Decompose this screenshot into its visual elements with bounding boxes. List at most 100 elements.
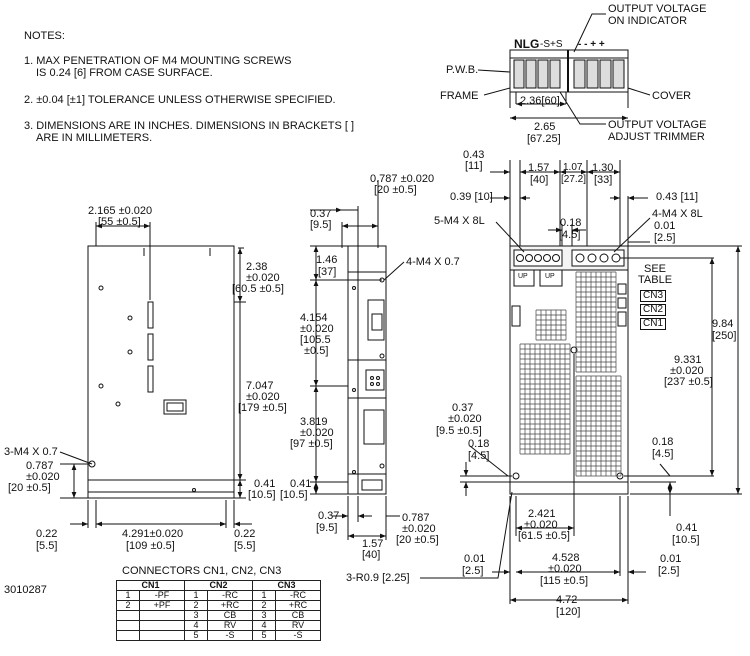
pwb-label: P.W.B.: [446, 64, 479, 76]
front-dim-9-331-mm: [237 ±0.5]: [664, 376, 713, 388]
side-dim-0-787-bottom: 0.787: [402, 512, 430, 524]
side-dim-0-41-mm: [10.5]: [280, 489, 308, 501]
side-dim-0-37-mm: [9.5]: [310, 219, 332, 231]
dim-7-047-mm: [179 ±0.5]: [238, 402, 287, 414]
frame-label: FRAME: [440, 90, 479, 102]
front-dim-0-37-mm: [9.5 ±0.5]: [436, 425, 482, 437]
side-dim-0-787-bottom-mm: [20 ±0.5]: [396, 534, 439, 546]
cn1-header: CN1: [116, 580, 185, 591]
dim-width: 2.165 ±0.020: [88, 205, 153, 217]
dim-0-787-mm: [20 ±0.5]: [8, 482, 51, 494]
side-dim-0-787-mm: [20 ±0.5]: [374, 184, 417, 196]
dim-0-41-mm: [10.5]: [248, 489, 276, 501]
front-dim-9-331-tol: ±0.020: [670, 365, 704, 377]
dim-0-41: 0.41: [254, 478, 276, 490]
left-view-outline: [87, 245, 235, 499]
pin-signal-cell: CB: [207, 610, 253, 621]
radius-label: 3-R0.9 [2.25]: [346, 572, 410, 584]
front-dim-0-18-mm: [4.5]: [559, 229, 581, 241]
dim-7-047-tol: ±0.020: [246, 391, 280, 403]
side-dim-4-154-tol: ±0.020: [300, 323, 334, 335]
note-1-line-2: IS 0.24 [6] FROM CASE SURFACE.: [36, 67, 213, 79]
front-dim-0-43: 0.43: [463, 149, 485, 161]
ov-indicator-line-2: ON INDICATOR: [608, 15, 688, 27]
pin-signal-cell: -PF: [139, 590, 185, 601]
left-m4-label: 3-M4 X 0.7: [4, 446, 58, 458]
dim-4-291: 4.291±0.020: [122, 528, 184, 540]
dim-2-36: 2.36[60]: [520, 95, 560, 107]
front-dim-0-41: 0.41: [676, 522, 698, 534]
sense-label: -S+S: [540, 39, 563, 50]
side-dim-1-57: 1.57: [362, 538, 384, 550]
note-1-line-1: 1. MAX PENETRATION OF M4 MOUNTING SCREWS: [24, 55, 292, 67]
table-label: TABLE: [638, 274, 673, 286]
pin-number-cell: 5: [252, 630, 276, 641]
pin-signal-cell: -RC: [207, 590, 253, 601]
front-dim-4-528-tol: ±0.020: [548, 563, 582, 575]
pin-number-cell: 4: [184, 620, 208, 631]
cn3-label: CN3: [640, 290, 667, 302]
front-dim-0-37-tol: ±0.020: [448, 413, 482, 425]
dim-2-38-mm: [60.5 ±0.5]: [232, 283, 284, 295]
side-dim-3-819: 3.819: [300, 416, 328, 428]
pin-signal-cell: [139, 610, 185, 621]
pin-signal-cell: -S: [207, 630, 253, 641]
front-dim-9-84-mm: [250]: [712, 330, 737, 342]
front-dim-0-01-right-mm: [2.5]: [658, 565, 680, 577]
notes-title: NOTES:: [24, 30, 65, 42]
pin-number-cell: 1: [252, 590, 276, 601]
front-dim-4-72: 4.72: [556, 594, 578, 606]
ov-adjust-line-1: OUTPUT VOLTAGE: [608, 119, 707, 131]
side-dim-1-46-mm: [37]: [318, 266, 337, 278]
dim-2-38-tol: ±0.020: [246, 272, 280, 284]
front-dim-1-30-mm: [33]: [594, 174, 613, 186]
pin-number-cell: 2: [116, 600, 140, 611]
nlg-label: NLG: [514, 37, 540, 51]
front-dim-0-01-mm: [2.5]: [654, 232, 676, 244]
front-dim-0-41-mm: [10.5]: [672, 534, 700, 546]
front-dim-0-18-left: 0.18: [468, 438, 490, 450]
pin-number-cell: [116, 610, 140, 621]
cn3-header: CN3: [252, 580, 321, 591]
ov-indicator-line-1: OUTPUT VOLTAGE: [608, 3, 707, 15]
dim-7-047: 7.047: [246, 380, 274, 392]
ov-adjust-line-2: ADJUST TRIMMER: [608, 131, 705, 143]
cn1-label: CN1: [640, 318, 667, 330]
side-dim-1-46: 1.46: [316, 254, 338, 266]
note-2: 2. ±0.04 [±1] TOLERANCE UNLESS OTHERWISE…: [24, 94, 336, 106]
front-dim-1-57: 1.57: [528, 162, 550, 174]
cn2-header: CN2: [184, 580, 253, 591]
pin-number-cell: 3: [184, 610, 208, 621]
polarity-label: - - + +: [578, 39, 605, 50]
connectors-title: CONNECTORS CN1, CN2, CN3: [122, 565, 282, 577]
front-m4-4-label: 4-M4 X 8L: [652, 208, 703, 220]
pin-signal-cell: CB: [275, 610, 321, 621]
pin-signal-cell: [139, 630, 185, 641]
side-dim-4-154-mm: [105.5: [300, 334, 331, 346]
pin-signal-cell: -RC: [275, 590, 321, 601]
part-number: 3010287: [4, 584, 47, 596]
front-dim-0-43-mm: [11]: [465, 160, 483, 172]
front-dim-0-18: 0.18: [560, 217, 582, 229]
note-3-line-1: 3. DIMENSIONS ARE IN INCHES. DIMENSIONS …: [24, 120, 355, 132]
front-dim-0-01: 0.01: [654, 220, 676, 232]
front-dim-4-528-mm: [115 ±0.5]: [540, 575, 589, 587]
side-view-outline: [347, 245, 387, 495]
front-dim-0-18-left-mm: [4.5]: [468, 450, 490, 462]
front-m4-5-label: 5-M4 X 8L: [434, 215, 485, 227]
up-arrow-right: UP: [545, 273, 555, 280]
dim-2-65-mm: [67.25]: [527, 133, 561, 145]
pin-signal-cell: RV: [207, 620, 253, 631]
side-dim-0-41: 0.41: [290, 478, 312, 490]
front-dim-4-528: 4.528: [552, 552, 580, 564]
front-view-outline: [509, 245, 629, 495]
front-dim-0-01-right: 0.01: [660, 553, 682, 565]
side-dim-0-787: 0.787 ±0.020: [370, 173, 435, 185]
front-dim-0-43-right: 0.43 [11]: [656, 191, 698, 203]
side-m4-label: 4-M4 X 0.7: [406, 256, 460, 268]
